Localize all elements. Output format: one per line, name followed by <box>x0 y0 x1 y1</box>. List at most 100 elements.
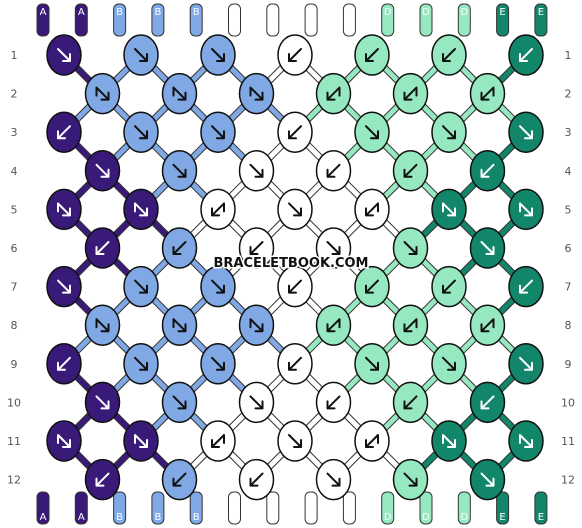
arrow-icon <box>134 279 148 294</box>
top-strand <box>113 3 127 37</box>
arrow-icon <box>95 241 110 255</box>
knot <box>277 420 313 462</box>
knot <box>123 420 159 462</box>
arrow-icon <box>519 279 533 294</box>
top-strand <box>36 3 50 37</box>
top-strand <box>228 3 241 37</box>
top-strand-label: C <box>269 7 276 18</box>
row-label-left: 4 <box>11 165 18 178</box>
arrow-icon <box>288 356 302 371</box>
bottom-strand <box>419 491 433 525</box>
arrow-icon <box>480 318 495 333</box>
arrow-icon <box>326 163 341 178</box>
knot <box>161 304 198 346</box>
top-strand-label: A <box>78 7 85 18</box>
arrow-icon <box>211 202 225 217</box>
row-label-left: 8 <box>11 319 18 332</box>
knot <box>354 420 390 462</box>
knot <box>200 111 236 153</box>
arrow-icon <box>288 434 302 448</box>
arrow-icon <box>519 434 533 448</box>
arrow-icon <box>134 125 148 140</box>
arrow-icon <box>57 202 71 217</box>
top-strand <box>457 3 471 37</box>
bottom-strand <box>496 491 510 525</box>
top-strand <box>496 3 510 37</box>
arrow-icon <box>403 163 418 178</box>
arrow-icon <box>95 395 110 410</box>
knot <box>123 188 159 231</box>
row-label-right: 8 <box>565 319 572 332</box>
arrow-icon <box>57 434 71 448</box>
knot <box>84 72 121 115</box>
arrow-icon <box>249 86 264 101</box>
arrow-icon <box>326 395 341 410</box>
bottom-strand-label: B <box>193 512 200 523</box>
knot <box>200 265 236 308</box>
bottom-strand-label: D <box>422 512 430 523</box>
knot <box>431 188 467 231</box>
knot <box>161 227 198 269</box>
top-strand <box>381 3 395 37</box>
arrow-icon <box>403 86 418 101</box>
knot <box>277 111 313 153</box>
knot <box>46 420 82 462</box>
row-label-right: 9 <box>565 358 572 371</box>
knot <box>354 34 390 76</box>
top-strand-label: C <box>346 7 353 18</box>
top-strand <box>304 3 318 37</box>
watermark: BRACELETBOOK.COM <box>214 256 369 271</box>
knot <box>84 458 121 501</box>
knot <box>84 150 121 192</box>
arrow-icon <box>249 472 264 487</box>
row-label-left: 5 <box>11 203 18 216</box>
knot <box>315 227 352 269</box>
row-label-right: 4 <box>565 165 572 178</box>
arrow-icon <box>326 86 341 101</box>
bottom-strand <box>534 491 548 525</box>
arrow-icon <box>249 395 264 410</box>
arrow-icon <box>134 434 148 448</box>
knot <box>161 72 198 115</box>
arrow-icon <box>480 472 495 487</box>
arrow-icon <box>480 163 495 178</box>
knot <box>315 381 352 424</box>
knot <box>469 458 506 501</box>
knot <box>315 150 352 192</box>
bottom-strand-label: E <box>499 512 505 523</box>
arrow-icon <box>95 163 110 178</box>
knot <box>238 304 275 346</box>
arrow-icon <box>249 318 264 333</box>
knot <box>46 111 82 153</box>
arrow-icon <box>519 202 533 217</box>
knot <box>277 188 313 231</box>
bottom-strand <box>304 491 318 525</box>
top-strand-label: B <box>193 7 200 18</box>
top-strand-label: C <box>308 7 315 18</box>
arrow-icon <box>365 125 379 140</box>
top-strand <box>419 3 433 37</box>
knot <box>508 111 544 153</box>
knot <box>469 304 506 346</box>
arrow-icon <box>519 48 533 62</box>
knot <box>469 381 506 424</box>
knot <box>354 111 390 153</box>
knot <box>431 111 467 153</box>
arrow-icon <box>480 241 495 255</box>
arrow-icon <box>365 434 379 448</box>
knot <box>84 227 121 269</box>
knot <box>354 265 390 308</box>
knot <box>200 188 236 231</box>
row-label-left: 1 <box>11 49 18 62</box>
arrow-icon <box>442 434 456 448</box>
row-label-right: 6 <box>565 242 572 255</box>
knot <box>392 150 429 192</box>
arrow-icon <box>211 356 225 371</box>
bottom-strand <box>151 491 165 525</box>
row-label-left: 10 <box>7 396 21 409</box>
top-strand <box>534 3 548 37</box>
arrow-icon <box>365 279 379 294</box>
knot <box>238 381 275 424</box>
knot <box>161 381 198 424</box>
knot <box>277 343 313 385</box>
